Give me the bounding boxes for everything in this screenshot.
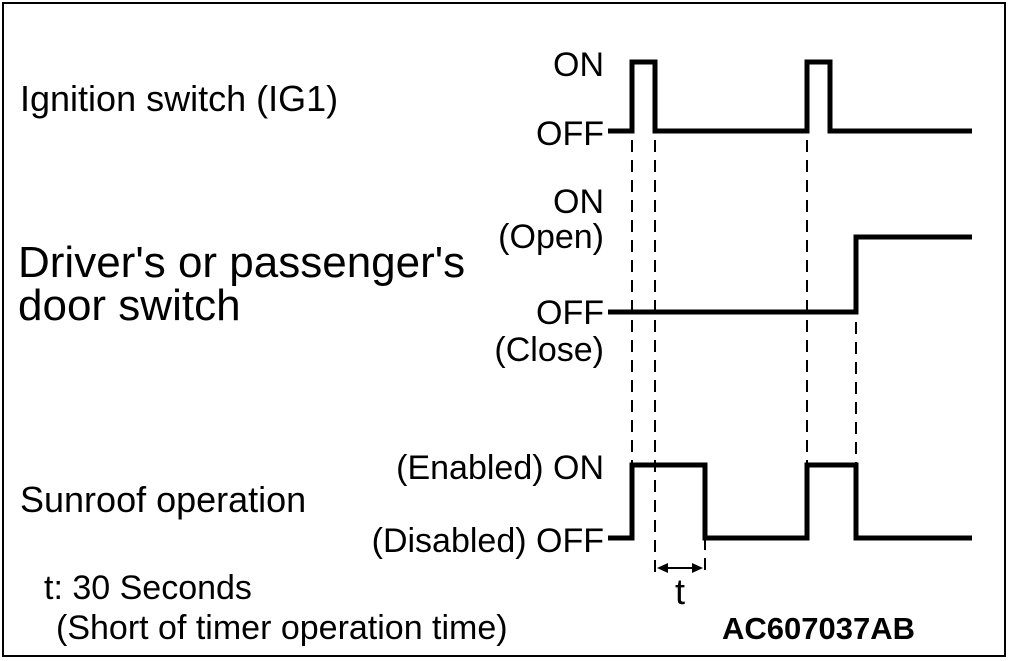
figure-code: AC607037AB bbox=[722, 611, 915, 646]
timer-note-line2: (Short of timer operation time) bbox=[56, 609, 508, 647]
sunroof-waveform bbox=[608, 462, 972, 541]
door-signal-label-line1: Driver's or passenger's bbox=[18, 238, 465, 287]
timer-interval-arrow bbox=[657, 563, 703, 573]
door-signal-label-line2: door switch bbox=[18, 281, 241, 330]
door-on-sublabel: (Open) bbox=[498, 218, 604, 256]
door-off-sublabel: (Close) bbox=[494, 331, 604, 369]
timer-note-line1: t: 30 Seconds bbox=[44, 569, 252, 607]
ignition-signal-label: Ignition switch (IG1) bbox=[20, 78, 338, 119]
sunroof-signal-label: Sunroof operation bbox=[20, 479, 306, 520]
door-on-label: ON bbox=[553, 183, 604, 221]
ignition-on-label: ON bbox=[553, 46, 604, 84]
ignition-waveform bbox=[608, 59, 972, 134]
door-off-label: OFF bbox=[536, 294, 604, 332]
sunroof-on-label: (Enabled) ON bbox=[396, 449, 604, 487]
sunroof-off-label: (Disabled) OFF bbox=[372, 522, 604, 560]
ignition-off-label: OFF bbox=[536, 115, 604, 153]
door-waveform bbox=[608, 234, 972, 315]
timer-symbol: t bbox=[675, 571, 685, 612]
